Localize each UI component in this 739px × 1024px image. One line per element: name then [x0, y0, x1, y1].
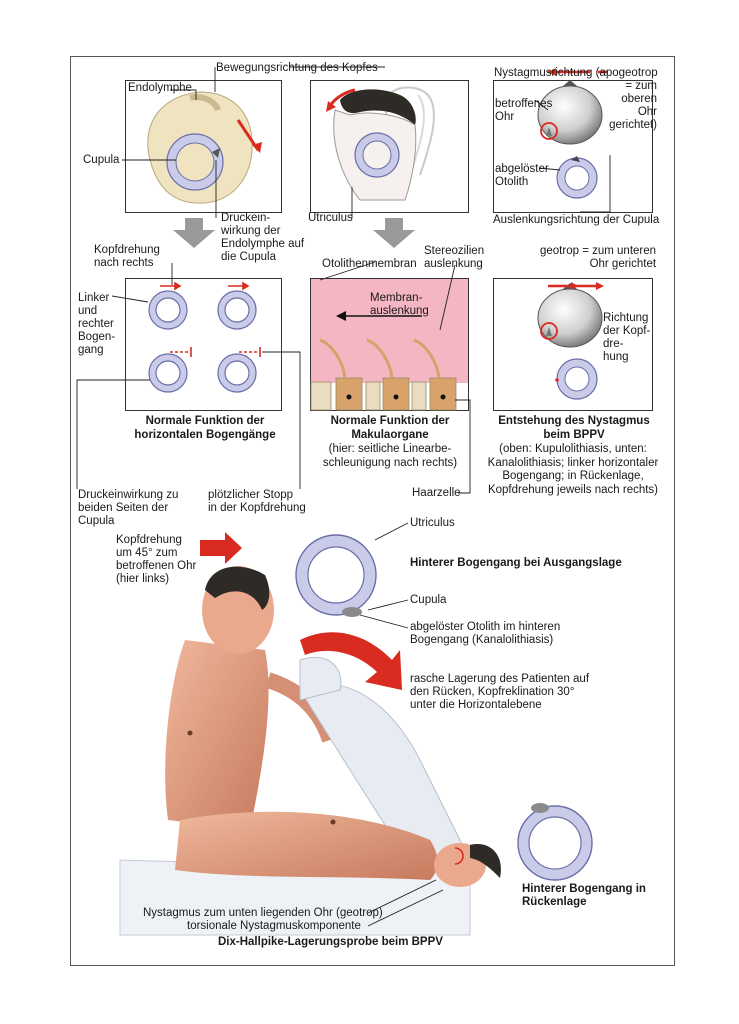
label-kopfdrehung-45: Kopfdrehung um 45° zum betroffenen Ohr (…: [116, 534, 196, 586]
label-cupula-top: Cupula: [83, 154, 119, 167]
label-otolithenmembran: Otolithenmembran: [322, 258, 417, 271]
label-ploetzlicher-stopp: plötzlicher Stopp in der Kopfdrehung: [208, 489, 306, 515]
caption-bppv: Entstehung des Nystagmus beim BPPV: [488, 415, 660, 442]
label-utriculus-bottom: Utriculus: [410, 517, 455, 530]
label-haarzelle: Haarzelle: [412, 487, 461, 500]
label-druckeinwirkung-beide: Druckeinwirkung zu beiden Seiten der Cup…: [78, 489, 178, 528]
label-membranauslenkung: Membran- auslenkung: [370, 292, 429, 318]
label-linker-rechter-bogengang: Linker und rechter Bogen- gang: [78, 292, 115, 357]
label-abgeloester-otolith: abgelöster Otolith: [495, 163, 549, 189]
label-hinterer-ausgangslage: Hinterer Bogengang bei Ausgangslage: [410, 557, 622, 570]
label-druckeinwirkung-endolymphe: Druckein- wirkung der Endolymphe auf die…: [221, 212, 304, 264]
label-betroffenes-ohr: betroffenes Ohr: [495, 98, 552, 124]
label-otolith-hinten: abgelöster Otolith im hinteren Bogengang…: [410, 621, 560, 647]
label-geotrop: geotrop = zum unteren Ohr gerichtet: [540, 245, 656, 271]
label-auslenkungsrichtung: Auslenkungsrichtung der Cupula: [493, 214, 659, 227]
bppv-illustration: [538, 282, 604, 399]
label-torsionale: torsionale Nystagmuskomponente: [187, 920, 361, 933]
head-turn-arrow: [200, 532, 242, 564]
label-hinterer-rueckenlage: Hinterer Bogengang in Rückenlage: [522, 883, 646, 909]
posterior-canal-start: [296, 535, 376, 617]
caption-makula-sub: (hier: seitliche Linearbe- schleunigung …: [305, 443, 475, 470]
head-rotation-illustration: [326, 87, 434, 200]
posterior-canal-supine: [518, 803, 592, 880]
caption-horizontal: Normale Funktion der horizontalen Bogeng…: [120, 415, 290, 442]
label-endolymphe: Endolymphe: [128, 82, 192, 95]
label-stereozilien: Stereozilien auslenkung: [424, 245, 484, 271]
caption-makula: Normale Funktion der Makulaorgane: [305, 415, 475, 442]
endolymph-illustration: [148, 92, 262, 203]
label-utriculus-top: Utriculus: [308, 212, 353, 225]
label-rasche-lagerung: rasche Lagerung des Patienten auf den Rü…: [410, 673, 589, 712]
label-kopfdrehung-rechts: Kopfdrehung nach rechts: [94, 244, 160, 270]
label-richtung-kopfdrehung: Richtung der Kopf- dre- hung: [603, 312, 650, 364]
label-cupula-bottom: Cupula: [410, 594, 446, 607]
caption-bppv-sub: (oben: Kupulolithiasis, unten: Kanalolit…: [478, 443, 668, 497]
label-bewegungsrichtung: Bewegungsrichtung des Kopfes: [216, 62, 378, 75]
horizontal-canals-illustration: [149, 291, 256, 392]
figure-title: Dix-Hallpike-Lagerungsprobe beim BPPV: [218, 936, 443, 949]
label-nystagmus-unten: Nystagmus zum unten liegenden Ohr (geotr…: [143, 907, 383, 920]
